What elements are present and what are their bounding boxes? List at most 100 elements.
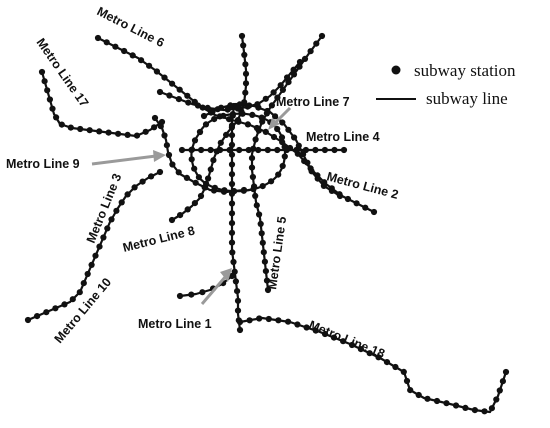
subway-station — [331, 146, 338, 154]
subway-station — [108, 216, 115, 223]
subway-station — [250, 186, 257, 193]
subway-station — [312, 146, 319, 154]
subway-station — [274, 94, 281, 101]
subway-station — [220, 112, 227, 119]
subway-station — [205, 175, 212, 182]
subway-station — [112, 43, 119, 50]
subway-station — [228, 171, 236, 178]
label-metro-line-5: Metro Line 5 — [265, 216, 289, 291]
subway-station — [268, 102, 275, 109]
subway-station — [294, 321, 301, 328]
subway-station — [176, 86, 183, 93]
subway-station — [242, 80, 250, 87]
subway-station — [196, 128, 204, 136]
subway-station — [255, 146, 262, 154]
subway-station — [242, 61, 249, 68]
subway-station — [375, 354, 382, 361]
subway-station — [146, 62, 153, 69]
subway-station — [275, 317, 282, 324]
subway-station — [197, 192, 205, 200]
subway-station — [80, 280, 87, 287]
subway-station — [100, 234, 107, 241]
subway-station — [264, 146, 271, 154]
subway-station — [242, 89, 249, 96]
subway-station — [281, 153, 288, 160]
subway-station — [156, 168, 164, 176]
label-metro-line-9: Metro Line 9 — [6, 157, 80, 171]
subway-station — [257, 220, 264, 227]
subway-station — [392, 363, 399, 371]
subway-station — [274, 125, 281, 133]
subway-station — [240, 187, 247, 194]
subway-station — [383, 359, 391, 366]
subway-station — [234, 117, 242, 124]
subway-station — [211, 184, 218, 191]
subway-station — [188, 291, 195, 298]
subway-station — [499, 378, 506, 385]
arrow-head-line-9 — [153, 150, 166, 162]
subway-station — [217, 146, 224, 154]
subway-station — [228, 200, 236, 207]
subway-station — [176, 292, 184, 300]
subway-station — [231, 188, 238, 195]
subway-station — [121, 47, 128, 55]
subway-station — [115, 130, 122, 137]
subway-station — [86, 127, 93, 134]
subway-station — [168, 216, 176, 224]
subway-station — [301, 55, 309, 63]
subway-station — [69, 296, 76, 303]
subway-station — [236, 326, 244, 334]
subway-station — [163, 142, 170, 149]
subway-station — [124, 131, 131, 138]
subway-station — [262, 128, 269, 135]
subway-station — [270, 133, 278, 141]
legend-station-label: subway station — [414, 61, 516, 80]
subway-station — [49, 105, 56, 112]
subway-station — [228, 180, 236, 188]
subway-station — [252, 136, 259, 143]
subway-station — [228, 220, 236, 227]
subway-station — [313, 40, 320, 47]
subway-station — [178, 146, 186, 154]
subway-station — [38, 68, 46, 76]
subway-station — [224, 106, 231, 113]
subway-station — [407, 387, 414, 394]
subway-station — [204, 104, 211, 111]
subway-station — [175, 169, 182, 176]
subway-station — [52, 305, 59, 312]
subway-station — [496, 387, 503, 394]
subway-station — [370, 208, 378, 216]
subway-station — [175, 96, 182, 103]
subway-station — [228, 122, 236, 129]
subway-station — [103, 39, 110, 46]
subway-station — [161, 74, 168, 81]
subway-station — [318, 32, 326, 40]
subway-station — [259, 183, 266, 190]
subway-station — [348, 341, 356, 349]
subway-station — [330, 334, 338, 341]
subway-station — [191, 137, 199, 144]
subway-station — [165, 151, 173, 159]
metro-line-18-path — [238, 316, 508, 414]
subway-station — [192, 179, 199, 186]
subway-station — [312, 327, 319, 334]
subway-station — [279, 119, 286, 126]
subway-station — [321, 146, 328, 154]
subway-station — [278, 134, 286, 141]
subway-station — [96, 128, 103, 135]
subway-station — [452, 402, 460, 409]
label-metro-line-1: Metro Line 1 — [138, 317, 212, 331]
subway-station — [400, 368, 407, 375]
subway-station — [248, 155, 256, 162]
subway-station — [268, 178, 275, 185]
label-metro-line-7: Metro Line 7 — [276, 95, 350, 109]
subway-station — [244, 121, 251, 128]
subway-station — [228, 272, 236, 280]
subway-station — [255, 127, 262, 134]
subway-station — [203, 180, 210, 187]
subway-station — [200, 112, 208, 120]
subway-station — [177, 212, 184, 219]
subway-station — [252, 192, 259, 199]
subway-station — [211, 116, 218, 123]
